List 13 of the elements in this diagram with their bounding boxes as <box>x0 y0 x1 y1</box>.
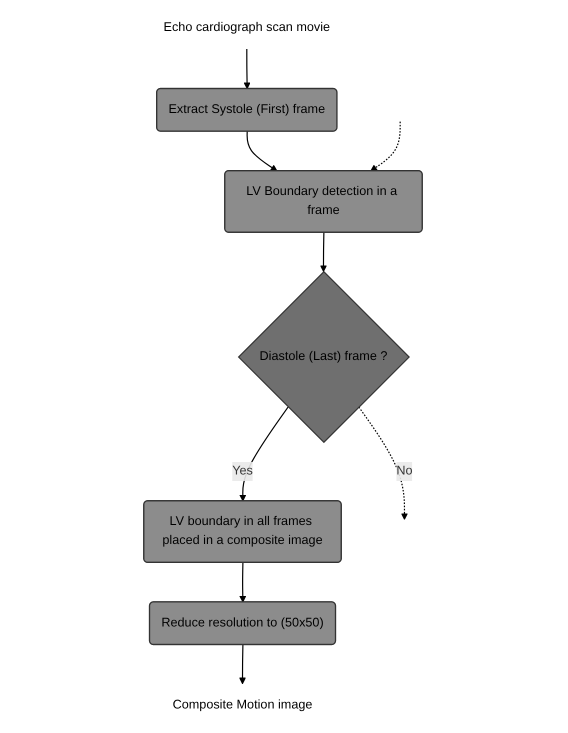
edge-label: No <box>396 464 413 478</box>
arrow <box>320 232 327 272</box>
arrow <box>239 644 246 684</box>
arrow <box>244 48 251 90</box>
node-text: Echo cardiograph scan movie <box>164 20 330 34</box>
node-text: Composite Motion image <box>172 698 312 712</box>
edge-label: Yes <box>232 464 253 478</box>
arrow <box>246 132 278 172</box>
arrow <box>370 122 401 172</box>
arrow <box>239 406 289 502</box>
arrow <box>239 562 246 603</box>
node-diamond: Diastole (Last) frame ? <box>238 270 410 444</box>
arrow <box>358 406 408 520</box>
